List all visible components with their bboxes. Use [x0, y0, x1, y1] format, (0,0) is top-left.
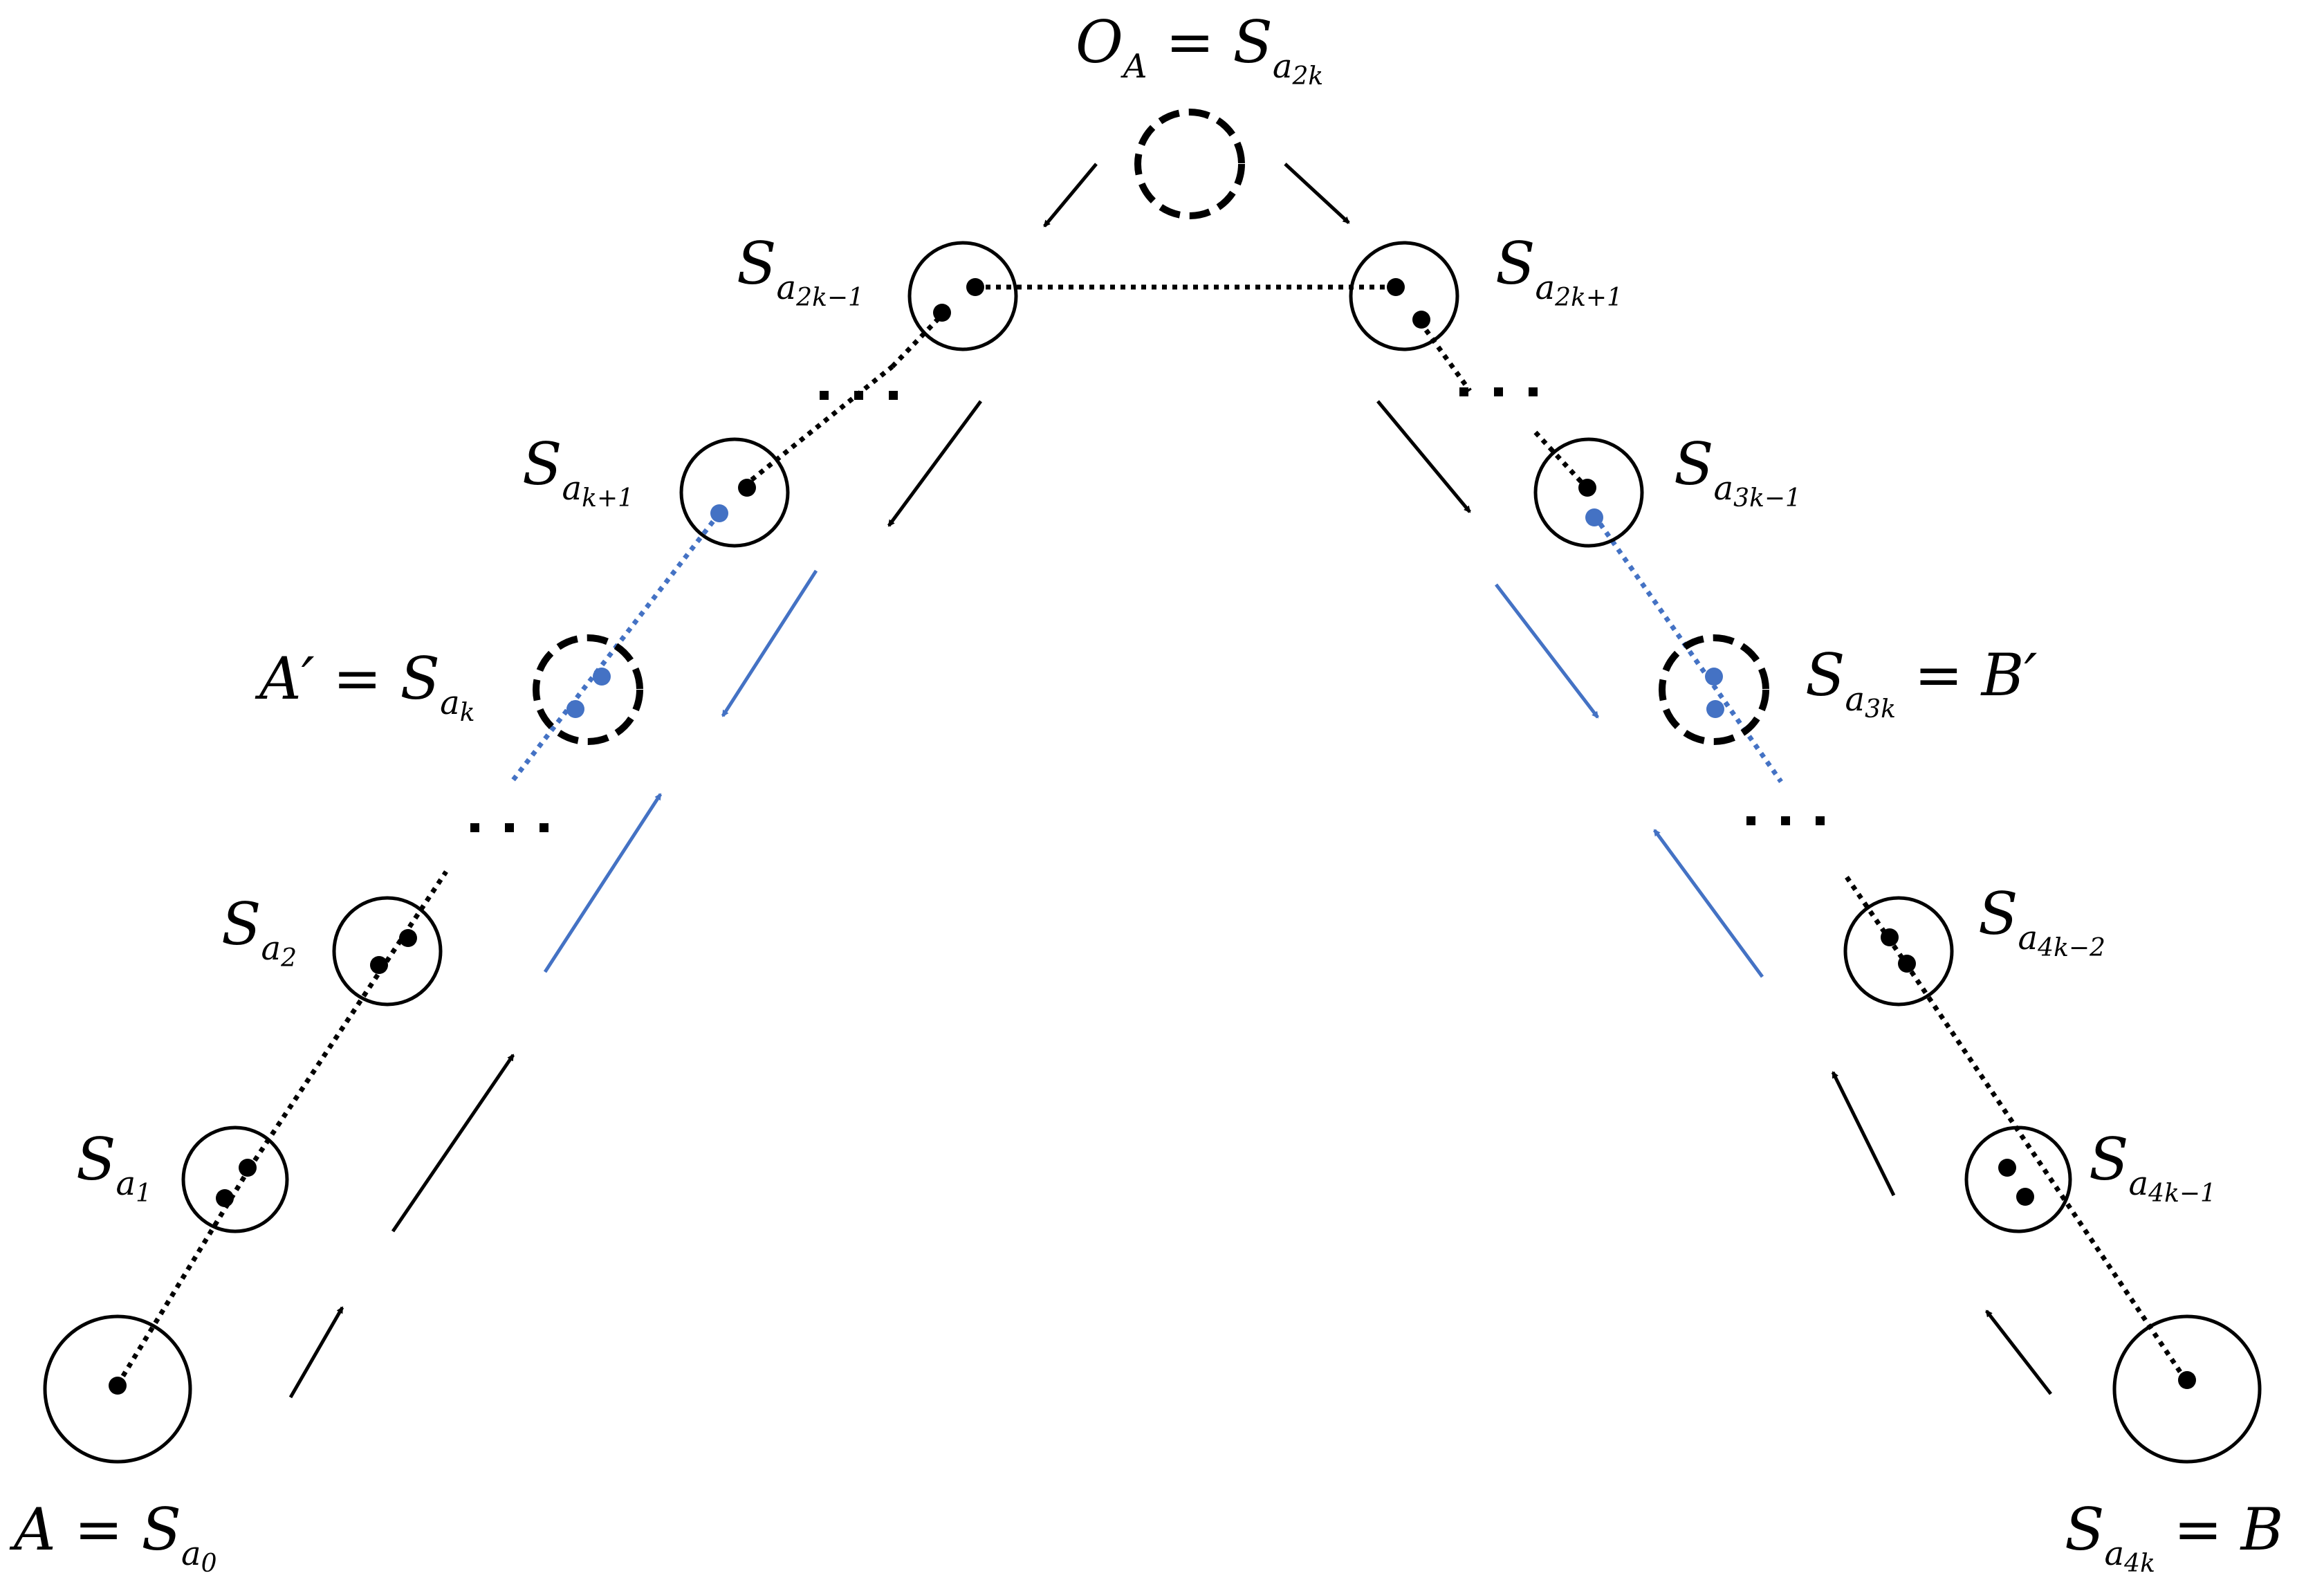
label-a4k-1: Sa4k−1 — [2089, 1126, 2216, 1208]
ellipsis-dots — [470, 387, 1825, 832]
black-points — [109, 278, 2196, 1395]
arrow-4 — [1043, 163, 1098, 228]
dotted-chain-right-upper — [1418, 320, 1587, 488]
label-a2k+1: Sa2k+1 — [1495, 230, 1623, 312]
label-ak: A′ = Sak — [255, 645, 475, 727]
node-circle-a2k — [1134, 109, 1245, 219]
blue-points — [566, 504, 1724, 718]
dotted-chain-right-blue — [1592, 513, 1783, 784]
node-circle-a2 — [332, 896, 443, 1007]
label-top: OA = Sa2k — [1076, 8, 1323, 91]
arrow-6 — [1376, 400, 1471, 513]
label-a3k: Sa3k = B′ — [1805, 641, 2037, 724]
node-circle-a3k — [1659, 634, 1769, 745]
node-circle-ak — [533, 634, 643, 745]
arrows-black — [288, 163, 2052, 1399]
arrow-1 — [288, 1306, 344, 1399]
node-circle-a2k-1 — [907, 241, 1018, 351]
node-circle-ak1 — [679, 437, 790, 548]
node-circles-dashed — [533, 109, 1769, 745]
arrow-blue-1 — [543, 793, 663, 973]
arrow-blue-3 — [1495, 583, 1599, 719]
arrow-3 — [887, 400, 983, 527]
label-a3k-1: Sa3k−1 — [1674, 430, 1801, 513]
node-circle-a2k+1 — [1349, 241, 1459, 351]
dotted-chain-left-upper — [741, 311, 946, 488]
label-a2: Sa2 — [221, 890, 297, 973]
arrows-blue — [543, 569, 1764, 978]
node-circle-a0 — [43, 1314, 192, 1464]
node-circle-a4k-2 — [1843, 896, 1954, 1007]
label-a4k: Sa4k = B — [2065, 1496, 2283, 1578]
label-a0: A = Sa0 — [9, 1496, 217, 1578]
arrow-8 — [1985, 1310, 2052, 1395]
label-a2k-1: Sa2k−1 — [737, 230, 864, 312]
label-ak+1: Sak+1 — [522, 430, 634, 513]
node-circle-a4k-1 — [1964, 1126, 2072, 1233]
node-circle-a1 — [181, 1126, 289, 1233]
dotted-chain-right-lower — [1845, 876, 2188, 1381]
node-circle-a4k — [2112, 1314, 2262, 1464]
node-circles — [43, 241, 2262, 1464]
arrow-7 — [1831, 1071, 1896, 1197]
label-a4k-2: Sa4k−2 — [1978, 880, 2105, 962]
arrow-blue-2 — [721, 569, 818, 717]
node-circle-a3k-1 — [1533, 437, 1644, 548]
label-a1: Sa1 — [76, 1126, 151, 1208]
arrow-blue-4 — [1652, 829, 1764, 978]
arrow-2 — [391, 1054, 515, 1233]
arrow-5 — [1284, 163, 1350, 224]
